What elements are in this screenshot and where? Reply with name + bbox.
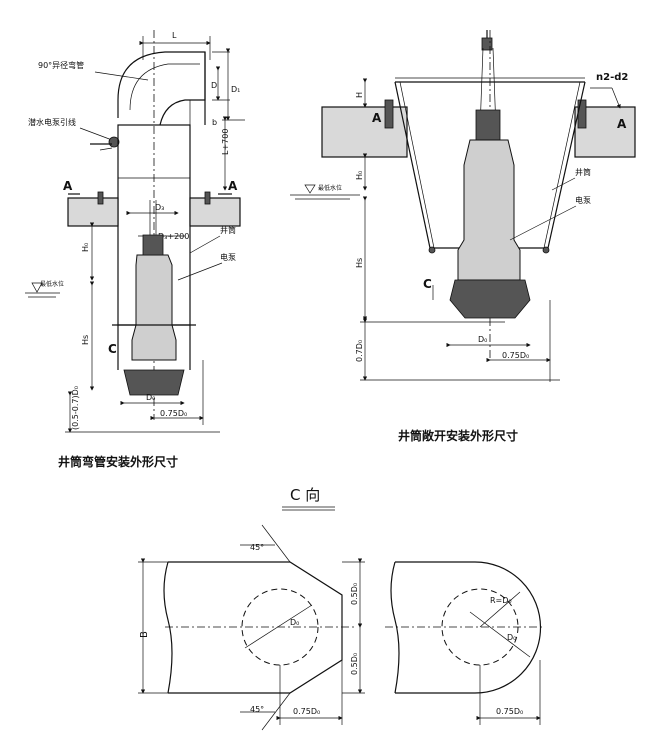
right-pump-body [457,139,521,281]
left-label-b: b [212,118,217,127]
left-label-D: D [211,81,217,90]
right-label-pump: 电泵 [575,195,591,205]
left-label-A-right: A [228,179,238,193]
c-label-half-top: 0.5D₀ [350,583,359,605]
right-label-H0: H₀ [355,171,364,180]
left-label-min-level: 最低水位 [40,280,64,288]
left-figure-caption: 井筒弯管安装外形尺寸 [58,454,178,469]
left-label-D0: D₀ [146,393,155,402]
c-view-right-block [395,561,542,694]
right-label-D07: 0.7D₀ [355,340,364,362]
right-label-D0: D₀ [478,335,487,344]
right-figure: A A n2-d2 H 井筒 电泵 H₀ 最低水位 Hs [290,30,636,443]
right-concrete-left [321,106,408,158]
c-label-B: B [139,631,150,638]
left-label-shaft: 井筒 [220,225,236,235]
left-label-D3-200: D₃+200 [158,232,189,241]
left-label-C: C [108,342,117,356]
c-label-angle-bottom: 45° [250,705,264,714]
left-label-L: L [172,31,177,40]
left-label-A-left: A [63,179,73,193]
left-pump-body [131,254,177,361]
left-label-H0: H₀ [81,243,90,252]
left-label-pump: 电泵 [220,252,236,262]
c-label-D0: D₀ [290,618,299,627]
right-label-shaft: 井筒 [575,167,591,177]
left-figure: L 90°异径弯管 D D₁ b L+700 潜水电泵引线 A A [25,30,245,469]
c-label-half-bottom: 0.5D₀ [350,653,359,675]
left-label-D3: D₃ [155,203,164,212]
right-figure-caption: 井筒敞开安装外形尺寸 [398,428,518,443]
right-label-n2d2: n2-d2 [596,72,628,83]
c-view-left-hole [241,588,319,666]
left-label-D075: 0.75D₀ [160,409,187,418]
left-label-D1: D₁ [231,85,240,94]
right-label-A-right: A [617,117,627,131]
right-label-C: C [423,277,432,291]
elbow-pipe [117,51,206,126]
left-concrete-slab [67,197,119,227]
left-label-L700: L+700 [221,129,230,155]
right-label-min-level: 最低水位 [318,184,342,192]
left-label-Hs: Hs [81,335,90,345]
right-label-H: H [355,92,364,98]
left-label-bottom-gap: (0.5-0.7)D₀ [71,386,80,430]
c-view-right-hole [441,588,519,666]
c-view: C 向 D₀ B 45° 45° 0.5D₀ 0.5D₀ 0.75D₀ [138,486,545,731]
c-label-D0-right: D₀ [507,633,516,642]
c-view-title: C 向 [290,486,320,504]
left-label-cable: 潜水电泵引线 [28,117,76,127]
c-label-angle-top: 45° [250,543,264,552]
c-label-R: R=D₀ [490,596,512,605]
right-label-A-left: A [372,111,382,125]
c-label-width-right: 0.75D₀ [496,707,523,716]
right-label-D075: 0.75D₀ [502,351,529,360]
c-view-left-block [168,561,343,694]
c-label-width-left: 0.75D₀ [293,707,320,716]
left-label-elbow: 90°异径弯管 [38,60,84,70]
right-label-Hs: Hs [355,258,364,268]
